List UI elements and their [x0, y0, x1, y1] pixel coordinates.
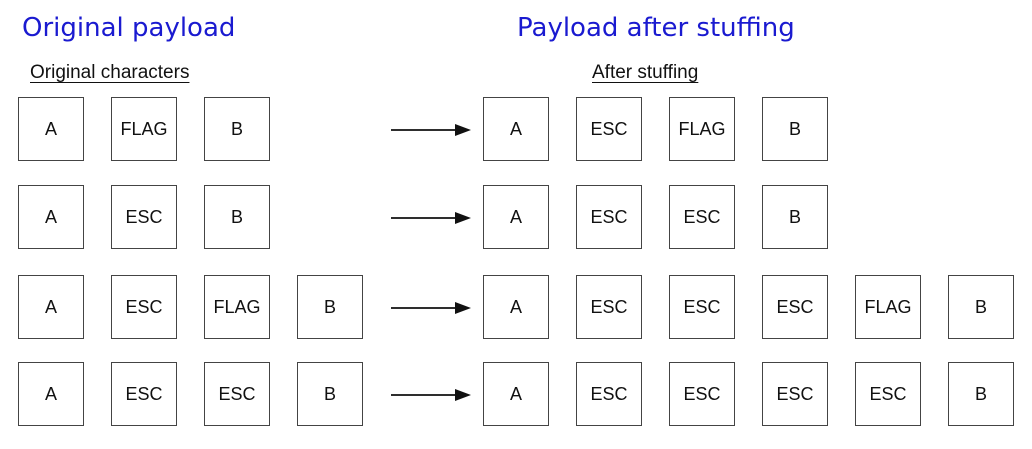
after-stuffing-label: After stuffing: [592, 62, 699, 83]
original-byte-box: ESC: [204, 362, 270, 426]
stuffed-byte-box: A: [483, 97, 549, 161]
right-arrow-icon: [391, 124, 471, 136]
stuffed-byte-box: FLAG: [669, 97, 735, 161]
original-byte-box: FLAG: [111, 97, 177, 161]
original-payload-heading: Original payload: [22, 13, 236, 43]
original-byte-box: B: [204, 185, 270, 249]
stuffed-byte-box: B: [762, 185, 828, 249]
original-characters-label: Original characters: [30, 62, 190, 83]
original-byte-box: B: [297, 275, 363, 339]
stuffed-byte-box: A: [483, 362, 549, 426]
stuffed-byte-box: B: [762, 97, 828, 161]
stuffed-byte-box: ESC: [669, 185, 735, 249]
stuffed-byte-box: ESC: [669, 362, 735, 426]
stuffed-byte-box: B: [948, 362, 1014, 426]
right-arrow-icon: [391, 389, 471, 401]
stuffing-example-row: A FLAG B A ESC FLAG B: [0, 97, 1032, 163]
stuffed-byte-box: ESC: [576, 275, 642, 339]
stuffed-payload-heading: Payload after stuffing: [517, 13, 795, 43]
stuffed-byte-box: ESC: [855, 362, 921, 426]
stuffed-byte-box: ESC: [576, 185, 642, 249]
original-byte-box: A: [18, 362, 84, 426]
original-byte-box: FLAG: [204, 275, 270, 339]
original-byte-box: ESC: [111, 275, 177, 339]
original-byte-box: A: [18, 275, 84, 339]
stuffing-example-row: A ESC B A ESC ESC B: [0, 185, 1032, 251]
stuffed-byte-box: A: [483, 275, 549, 339]
original-byte-box: B: [204, 97, 270, 161]
stuffed-byte-box: FLAG: [855, 275, 921, 339]
stuffed-byte-box: ESC: [576, 362, 642, 426]
stuffing-example-row: A ESC ESC B A ESC ESC ESC ESC B: [0, 362, 1032, 428]
stuffed-byte-box: B: [948, 275, 1014, 339]
right-arrow-icon: [391, 212, 471, 224]
original-byte-box: B: [297, 362, 363, 426]
stuffed-byte-box: ESC: [762, 275, 828, 339]
stuffed-byte-box: A: [483, 185, 549, 249]
stuffed-byte-box: ESC: [576, 97, 642, 161]
original-byte-box: ESC: [111, 362, 177, 426]
original-byte-box: ESC: [111, 185, 177, 249]
stuffing-example-row: A ESC FLAG B A ESC ESC ESC FLAG B: [0, 275, 1032, 341]
original-byte-box: A: [18, 97, 84, 161]
stuffed-byte-box: ESC: [762, 362, 828, 426]
stuffed-byte-box: ESC: [669, 275, 735, 339]
right-arrow-icon: [391, 302, 471, 314]
original-byte-box: A: [18, 185, 84, 249]
